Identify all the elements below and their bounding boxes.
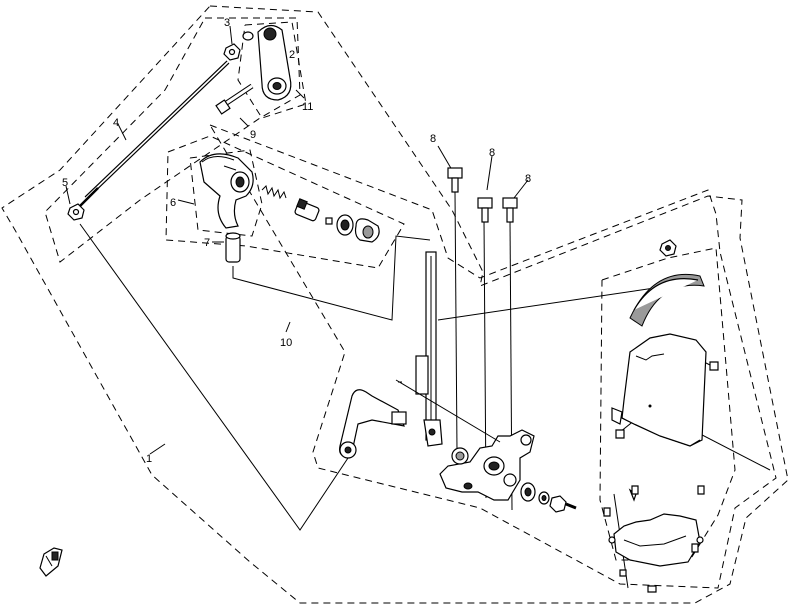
bushing — [325, 214, 354, 236]
link-line-knob-to-shaft — [232, 235, 431, 321]
shift-shaft — [415, 251, 443, 447]
cover-screws — [603, 361, 719, 593]
spring — [261, 185, 287, 200]
shift-knob-6 — [199, 153, 254, 229]
lever-11-outline — [237, 21, 307, 119]
leader-3 — [229, 25, 233, 45]
label-9: 9 — [250, 129, 256, 141]
shift-shaft-outline — [209, 124, 777, 589]
label-8a: 8 — [430, 133, 436, 145]
nut-5 — [67, 203, 85, 221]
bolt-8c — [502, 197, 518, 223]
leader-10 — [285, 321, 291, 333]
label-8b: 8 — [489, 147, 495, 159]
linkage-group-outline — [44, 17, 301, 263]
link-line-shaft-to-cover — [437, 285, 669, 321]
knob-group-10-outline — [165, 135, 405, 269]
leader-8a — [437, 145, 453, 171]
washer-stack — [520, 482, 550, 505]
label-11: 11 — [302, 101, 313, 113]
label-4: 4 — [113, 117, 119, 129]
label-1: 1 — [146, 453, 152, 465]
collar — [354, 218, 380, 243]
cover-group-outline — [599, 247, 736, 561]
label-5: 5 — [62, 177, 68, 189]
leader-5 — [65, 185, 71, 205]
arc-seal — [629, 273, 705, 327]
nut-3 — [223, 43, 241, 61]
label-2: 2 — [289, 49, 295, 61]
link-line-rod-to-lever — [79, 223, 349, 531]
cover-nut — [659, 239, 677, 257]
label-3: 3 — [224, 17, 230, 29]
cover-plate — [611, 333, 707, 447]
leader-8b — [486, 155, 493, 191]
shift-lever-2 — [257, 24, 292, 101]
assembly-1-outline — [1, 5, 789, 604]
leader-6 — [177, 199, 195, 205]
leader-4 — [117, 123, 127, 141]
washer-3 — [242, 31, 254, 41]
pin-7 — [225, 232, 241, 263]
cover-base — [608, 488, 704, 567]
label-7: 7 — [204, 237, 210, 249]
front-arrow-icon — [39, 547, 63, 577]
lower-shift-lever — [339, 381, 407, 459]
bolt-8b — [477, 197, 493, 223]
bolt-small — [549, 495, 577, 513]
bolt-8a — [447, 167, 463, 193]
linkage-rod — [79, 60, 230, 207]
label-10: 10 — [280, 337, 292, 349]
knob-6-outline — [189, 149, 263, 237]
leader-8c — [513, 179, 529, 199]
bolt-8a-axis — [454, 191, 458, 453]
label-6: 6 — [170, 197, 176, 209]
leader-11 — [295, 89, 305, 99]
gear-selector-bracket — [395, 379, 535, 501]
leader-1 — [149, 443, 166, 455]
label-8c: 8 — [525, 173, 531, 185]
leader-9 — [239, 117, 249, 127]
bolt-9 — [215, 83, 254, 115]
plunger — [294, 198, 320, 222]
